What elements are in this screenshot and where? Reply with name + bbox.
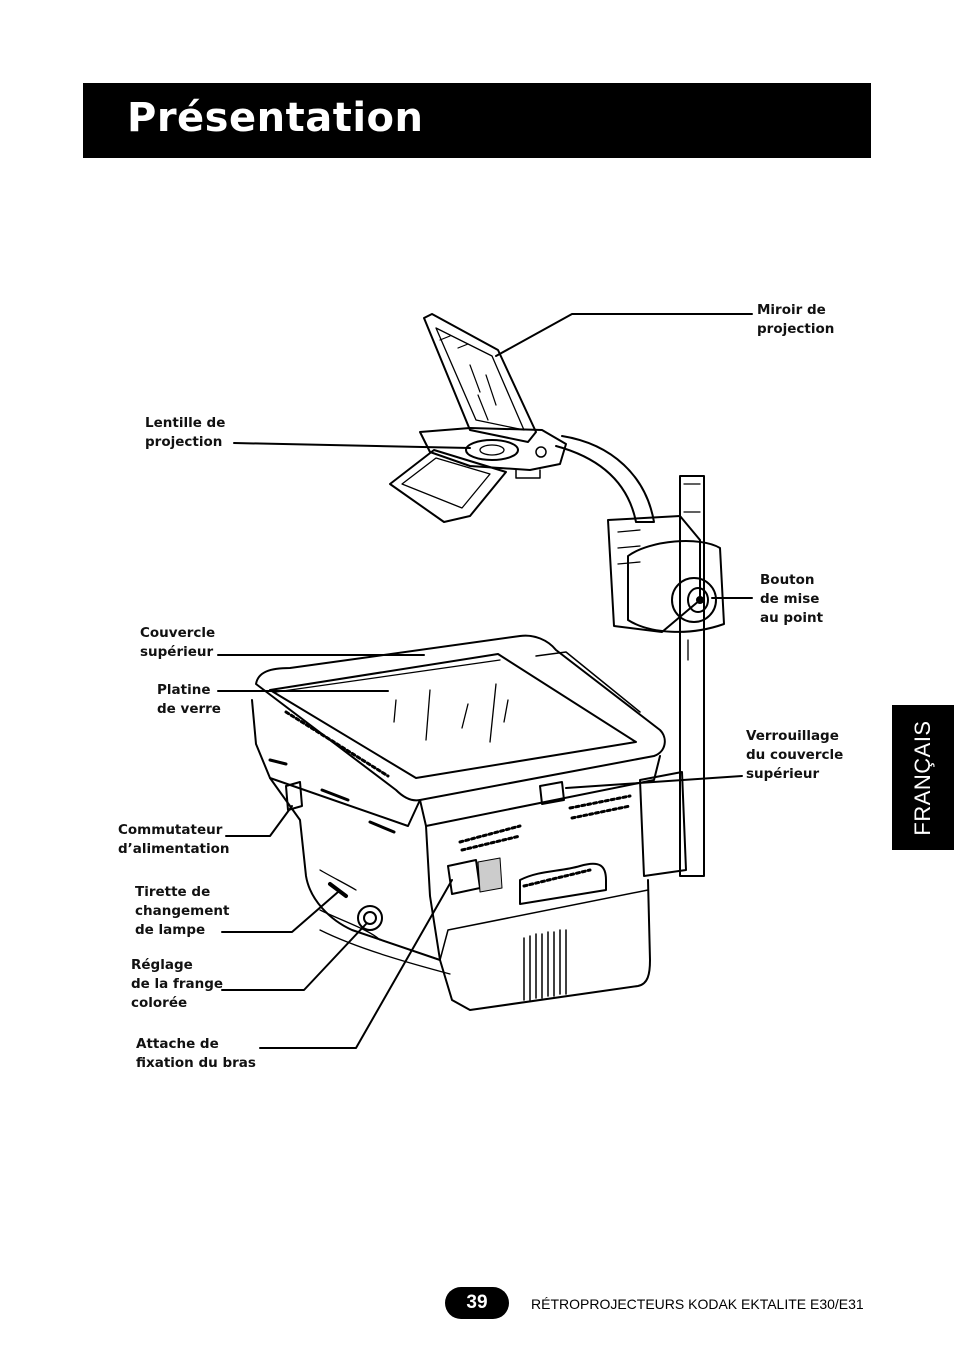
page-number-badge: 39 [445, 1287, 509, 1319]
label-glass-stage: Platine de verre [157, 682, 221, 717]
arm-illustration [555, 435, 705, 877]
footer-product-title: RÉTROPROJECTEURS KODAK EKTALITE E30/E31 [531, 1296, 864, 1312]
focus-knob-illustration [627, 540, 725, 661]
label-fringe-adjust: Réglage de la frange colorée [131, 957, 224, 1011]
label-projection-lens: Lentille de projection [145, 415, 226, 450]
language-tab: FRANÇAIS [892, 705, 954, 850]
title-bar: Présentation [83, 83, 871, 158]
projector-body-illustration [251, 634, 687, 1011]
label-projection-mirror: Miroir de projection [757, 302, 835, 337]
label-cover-lock: Verrouillage du couvercle supérieur [746, 728, 844, 782]
label-lamp-pull: Tirette de changement de lampe [135, 884, 230, 938]
label-focus-knob: Bouton de mise au point [760, 572, 824, 626]
label-power-switch: Commutateur d’alimentation [118, 822, 230, 857]
page-number: 39 [466, 1292, 488, 1313]
label-top-cover: Couvercle supérieur [140, 625, 216, 660]
page-title: Présentation [127, 95, 424, 141]
projection-mirror-illustration [423, 313, 537, 443]
leader-lines [217, 313, 753, 1049]
label-arm-attach: Attache de fixation du bras [136, 1036, 256, 1071]
projection-lens-illustration [389, 427, 567, 523]
